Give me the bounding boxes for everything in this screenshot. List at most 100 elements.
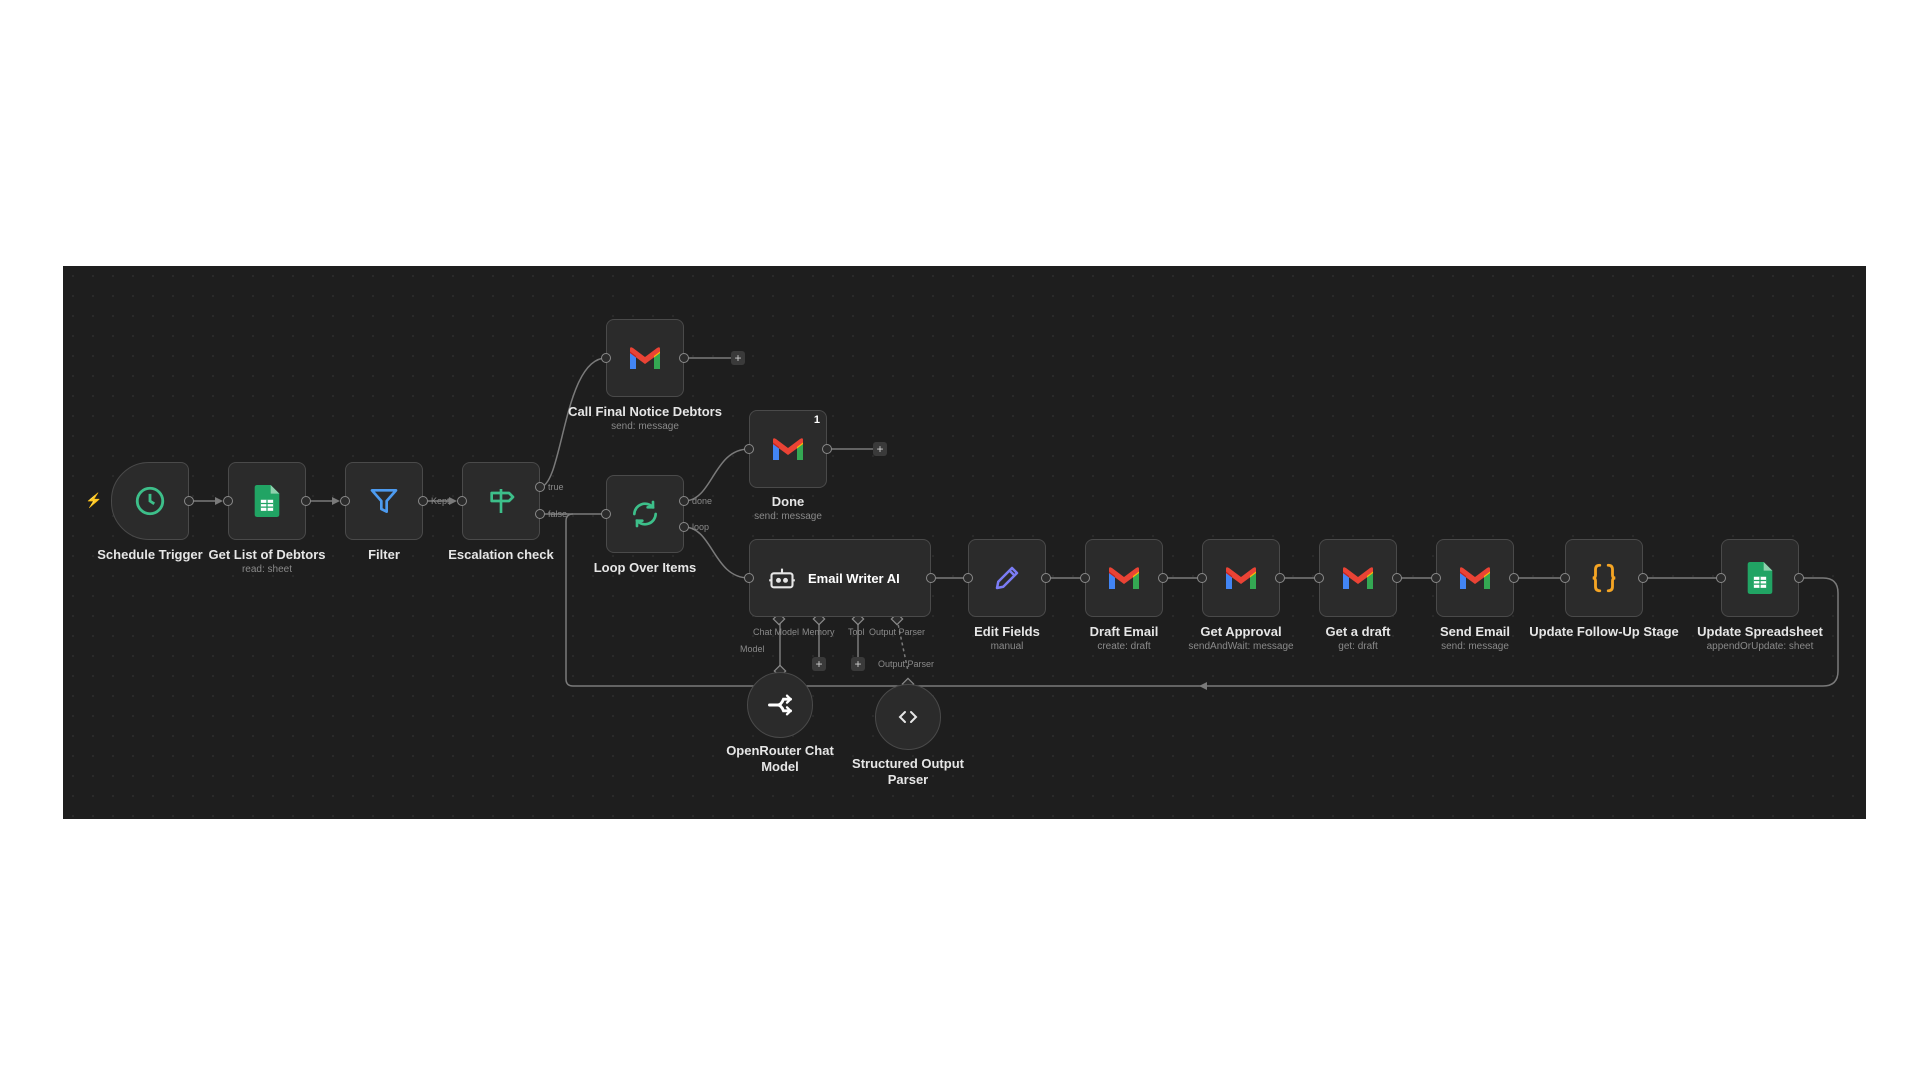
edge-label-tool: Tool <box>848 627 865 637</box>
node-loop-over-items[interactable] <box>606 475 684 553</box>
add-node-button[interactable]: + <box>873 442 887 456</box>
node-subtitle: manual <box>990 641 1024 652</box>
node-update-spreadsheet[interactable] <box>1721 539 1799 617</box>
node-get-list-of-debtors[interactable] <box>228 462 306 540</box>
workflow-canvas[interactable]: ⚡ Schedule Trigger Get List of Debtors r… <box>63 266 1866 819</box>
input-port[interactable] <box>1197 573 1207 583</box>
add-tool-button[interactable]: + <box>851 657 865 671</box>
node-label: Draft Email <box>1089 624 1159 639</box>
node-label: OpenRouter Chat Model <box>726 743 834 774</box>
node-draft-email[interactable] <box>1085 539 1163 617</box>
gmail-icon <box>630 347 660 369</box>
edge-output-parser <box>896 618 909 672</box>
node-subtitle: sendAndWait: message <box>1188 641 1294 652</box>
node-schedule-trigger[interactable] <box>111 462 189 540</box>
output-port[interactable] <box>1041 573 1051 583</box>
gmail-icon <box>1226 567 1256 589</box>
node-label: Get List of Debtors <box>208 547 326 562</box>
input-port[interactable] <box>744 444 754 454</box>
output-port[interactable] <box>1158 573 1168 583</box>
add-memory-button[interactable]: + <box>812 657 826 671</box>
input-port[interactable] <box>1560 573 1570 583</box>
node-update-follow-up-stage[interactable] <box>1565 539 1643 617</box>
input-port[interactable] <box>963 573 973 583</box>
node-edit-fields[interactable] <box>968 539 1046 617</box>
input-port[interactable] <box>601 353 611 363</box>
add-node-button[interactable]: + <box>731 351 745 365</box>
edge-return-loop <box>565 513 1839 687</box>
output-port[interactable] <box>1794 573 1804 583</box>
node-call-final-notice-debtors[interactable] <box>606 319 684 397</box>
node-label: Schedule Trigger <box>97 547 203 562</box>
edge-label-kept: Kept <box>431 496 450 506</box>
node-label: Call Final Notice Debtors <box>568 404 722 419</box>
gmail-icon <box>1109 567 1139 589</box>
output-port[interactable] <box>184 496 194 506</box>
input-port[interactable] <box>1314 573 1324 583</box>
output-port[interactable] <box>301 496 311 506</box>
edge-label-loop: loop <box>692 522 710 532</box>
node-label: Loop Over Items <box>593 560 697 575</box>
output-port[interactable] <box>1509 573 1519 583</box>
output-port[interactable] <box>926 573 936 583</box>
node-subtitle: send: message <box>754 511 822 522</box>
edge-label-done: done <box>692 496 713 506</box>
filter-icon <box>370 489 398 513</box>
edge-done-to-done-node <box>683 448 750 502</box>
input-port[interactable] <box>1431 573 1441 583</box>
edge-label-chat-model: Chat Model <box>753 627 800 637</box>
node-structured-output-parser[interactable] <box>875 684 941 750</box>
node-subtitle: create: draft <box>1097 641 1151 652</box>
node-send-email[interactable] <box>1436 539 1514 617</box>
input-port[interactable] <box>457 496 467 506</box>
google-sheets-icon <box>254 485 280 517</box>
node-label: Update Spreadsheet <box>1697 624 1823 639</box>
node-filter[interactable] <box>345 462 423 540</box>
node-subtitle: read: sheet <box>241 564 293 575</box>
input-port[interactable] <box>223 496 233 506</box>
output-port[interactable] <box>822 444 832 454</box>
edge-label-output-parser-2: Output Parser <box>878 659 935 669</box>
node-email-writer-ai[interactable]: Email Writer AI <box>749 539 931 617</box>
output-port-false[interactable] <box>535 509 545 519</box>
output-port-loop[interactable] <box>679 522 689 532</box>
google-sheets-icon <box>1747 562 1773 594</box>
loop-icon <box>633 500 657 528</box>
node-label: Email Writer AI <box>808 570 900 586</box>
code-icon <box>898 711 918 723</box>
node-subtitle: send: message <box>611 421 679 432</box>
output-port-done[interactable] <box>679 496 689 506</box>
signpost-icon <box>490 489 515 513</box>
node-label: Get Approval <box>1200 624 1282 639</box>
output-port[interactable] <box>679 353 689 363</box>
node-get-approval[interactable] <box>1202 539 1280 617</box>
output-port[interactable] <box>1275 573 1285 583</box>
node-get-a-draft[interactable] <box>1319 539 1397 617</box>
node-escalation-check[interactable] <box>462 462 540 540</box>
node-done[interactable]: 1 <box>749 410 827 488</box>
input-port[interactable] <box>340 496 350 506</box>
edge-label-output-parser: Output Parser <box>869 627 926 637</box>
pencil-icon <box>995 566 1019 590</box>
openrouter-icon <box>768 694 793 716</box>
node-label: Filter <box>368 547 400 562</box>
input-port[interactable] <box>1080 573 1090 583</box>
node-label: Structured Output Parser <box>852 756 964 787</box>
input-port[interactable] <box>744 573 754 583</box>
trigger-bolt-icon: ⚡ <box>85 492 103 508</box>
node-label: Edit Fields <box>974 624 1040 639</box>
node-subtitle: appendOrUpdate: sheet <box>1706 641 1814 652</box>
input-port[interactable] <box>1716 573 1726 583</box>
output-port-true[interactable] <box>535 482 545 492</box>
output-port[interactable] <box>1392 573 1402 583</box>
gmail-icon <box>1343 567 1373 589</box>
edge-loop-to-writer <box>683 526 750 579</box>
input-port[interactable] <box>601 509 611 519</box>
node-openrouter-chat-model[interactable] <box>747 672 813 738</box>
node-subtitle: get: draft <box>1338 641 1378 652</box>
node-label: Escalation check <box>448 547 554 562</box>
execution-count-badge: 1 <box>813 414 820 426</box>
edge-label-memory: Memory <box>802 627 835 637</box>
output-port[interactable] <box>418 496 428 506</box>
output-port[interactable] <box>1638 573 1648 583</box>
